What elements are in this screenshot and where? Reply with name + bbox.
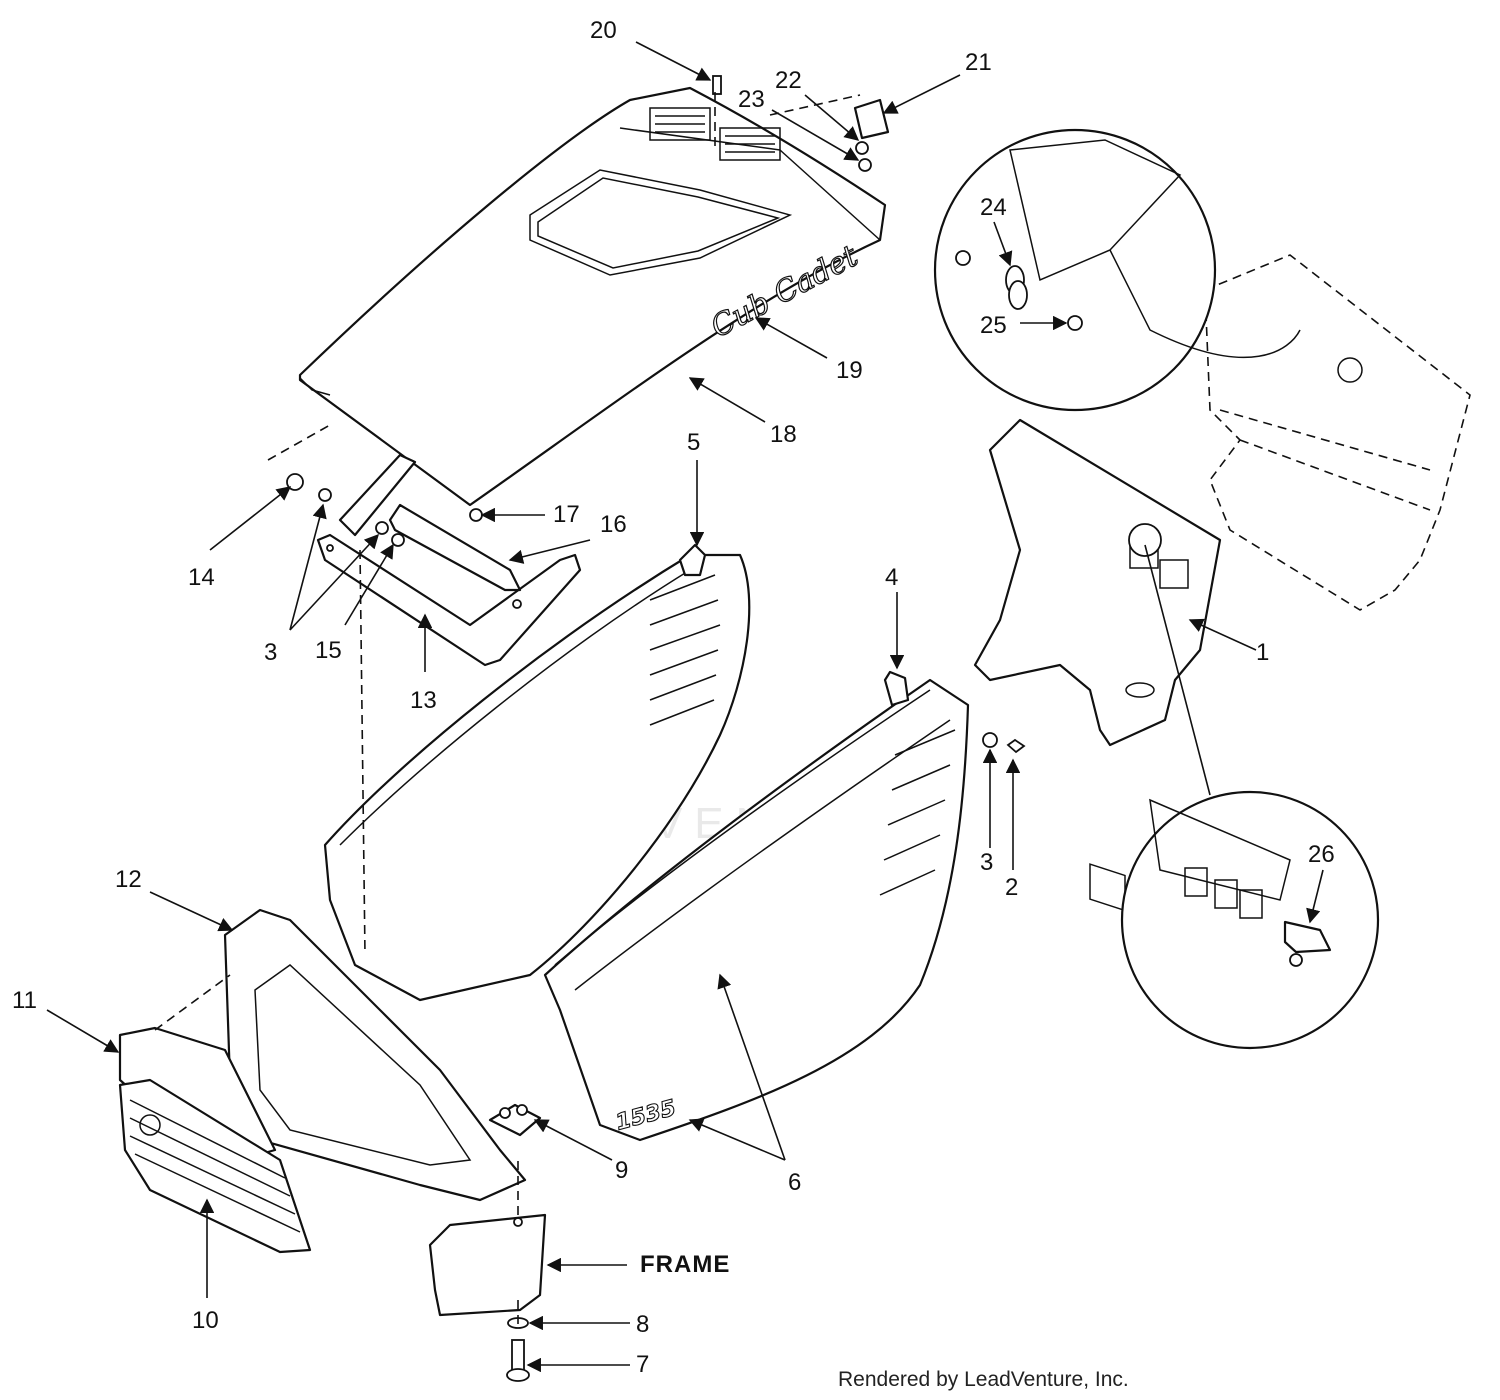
callout-25: 25 (980, 312, 1007, 339)
dash-panel-part-1 (973, 418, 1222, 912)
dash-assembly-phantom (1204, 254, 1471, 611)
callout-7: 7 (636, 1351, 649, 1378)
callout-10: 10 (192, 1307, 219, 1334)
detail-circle-upper (933, 128, 1301, 412)
frame-label: FRAME (640, 1251, 730, 1278)
callout-11: 11 (12, 987, 37, 1014)
callout-20: 20 (590, 17, 617, 44)
callout-14: 14 (188, 564, 215, 591)
callout-15: 15 (315, 637, 342, 664)
callout-labels: 1 2 3 3 4 5 6 7 8 9 10 11 12 13 14 15 16… (12, 17, 1335, 1378)
callout-13: 13 (410, 687, 437, 714)
render-credit: Rendered by LeadVenture, Inc. (838, 1368, 1129, 1391)
frame-block (428, 1213, 547, 1317)
callout-3-right: 3 (980, 849, 993, 876)
side-panel-left-part-5 (323, 543, 751, 1002)
callout-21: 21 (965, 49, 992, 76)
callout-8: 8 (636, 1311, 649, 1338)
detail-circle-lower (1120, 790, 1380, 1050)
hinge-bracket-13 (316, 453, 582, 667)
callout-17: 17 (553, 501, 580, 528)
callout-23: 23 (738, 86, 765, 113)
callout-6: 6 (788, 1169, 801, 1196)
hardware-hood-top (712, 75, 890, 172)
side-panel-right-part-4 (543, 670, 970, 1142)
callout-1: 1 (1256, 639, 1269, 666)
grille-part-10 (118, 1078, 312, 1254)
callout-19: 19 (836, 357, 863, 384)
hardware-part-7-8 (506, 1317, 530, 1382)
alignment-lines (154, 92, 861, 1325)
callout-5: 5 (687, 429, 700, 456)
callout-2: 2 (1005, 874, 1018, 901)
callout-24: 24 (980, 194, 1007, 221)
callout-3-left: 3 (264, 639, 277, 666)
callout-22: 22 (775, 67, 802, 94)
callout-12: 12 (115, 866, 142, 893)
hood-part-18 (298, 86, 887, 507)
callout-9: 9 (615, 1157, 628, 1184)
leader-arrows (46, 41, 1324, 1373)
callout-18: 18 (770, 421, 797, 448)
hardware-part-2-3 (982, 732, 1026, 754)
callout-4: 4 (885, 564, 898, 591)
hardware-hinge-fasteners (286, 473, 483, 547)
hardware-part-9 (488, 1103, 542, 1137)
detail-leader-lower (1144, 544, 1211, 796)
callout-16: 16 (600, 511, 627, 538)
callout-26: 26 (1308, 841, 1335, 868)
